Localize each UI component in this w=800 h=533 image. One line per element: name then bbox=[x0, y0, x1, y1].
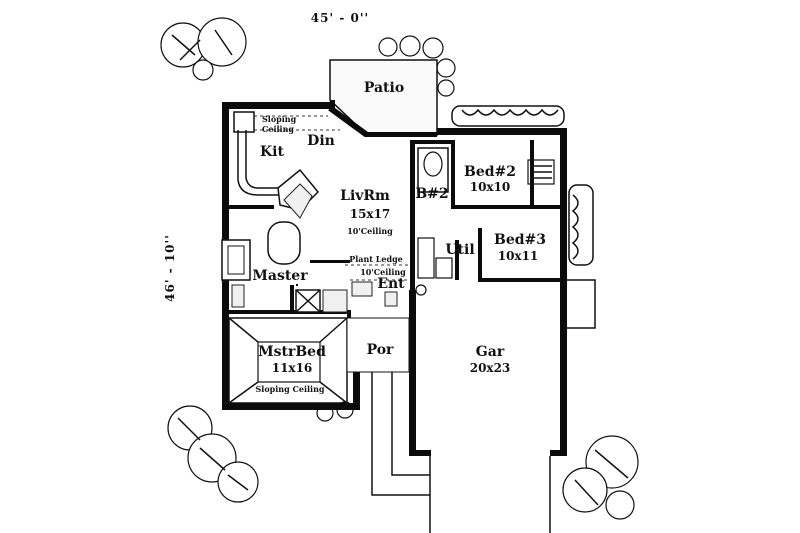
master-bedroom-ceiling-note: Sloping Ceiling bbox=[256, 384, 325, 394]
depth-dimension: 46' - 10'' bbox=[163, 234, 177, 302]
master-bedroom-size: 11x16 bbox=[272, 361, 313, 375]
kitchen-label: Kit bbox=[260, 144, 284, 160]
kitchen-ceiling-note-1: Sloping bbox=[262, 114, 297, 124]
kitchen-ceiling-note-2: Ceiling bbox=[262, 124, 294, 134]
bedroom-2-size: 10x10 bbox=[470, 180, 511, 194]
fixtures bbox=[221, 111, 555, 404]
hedge-right-top bbox=[451, 105, 565, 127]
bedroom-2-name: Bed#2 bbox=[464, 164, 516, 180]
living-room-size: 15x17 bbox=[350, 207, 391, 221]
bath-2-label: B#2 bbox=[415, 186, 448, 202]
utility-label: Util bbox=[445, 242, 474, 258]
shrubs-bottom-right bbox=[562, 435, 639, 520]
master-bedroom-name: MstrBed bbox=[258, 344, 326, 360]
shrubs-bottom-left bbox=[167, 401, 354, 503]
porch-label: Por bbox=[367, 342, 394, 358]
bedroom-3-name: Bed#3 bbox=[494, 232, 546, 248]
entry-label: Ent bbox=[377, 276, 405, 292]
entry-ceiling-note: 10'Ceiling bbox=[360, 267, 406, 277]
hedge-right-side bbox=[568, 184, 594, 266]
bedroom-3-size: 10x11 bbox=[498, 249, 539, 263]
plant-ledge-note: Plant Ledge bbox=[349, 254, 403, 264]
living-room-ceiling-note: 10'Ceiling bbox=[347, 226, 393, 236]
garage-name: Gar bbox=[476, 344, 505, 360]
patio-label: Patio bbox=[364, 80, 404, 96]
master-bath-label: Master bbox=[252, 268, 308, 284]
shrubs-top-left bbox=[160, 17, 247, 81]
patio-area bbox=[329, 59, 438, 136]
porch-walk bbox=[346, 279, 596, 533]
width-dimension: 45' - 0'' bbox=[311, 11, 369, 25]
living-room-name: LivRm bbox=[340, 188, 390, 204]
dining-label: Din bbox=[307, 133, 335, 149]
garage-size: 20x23 bbox=[470, 361, 511, 375]
